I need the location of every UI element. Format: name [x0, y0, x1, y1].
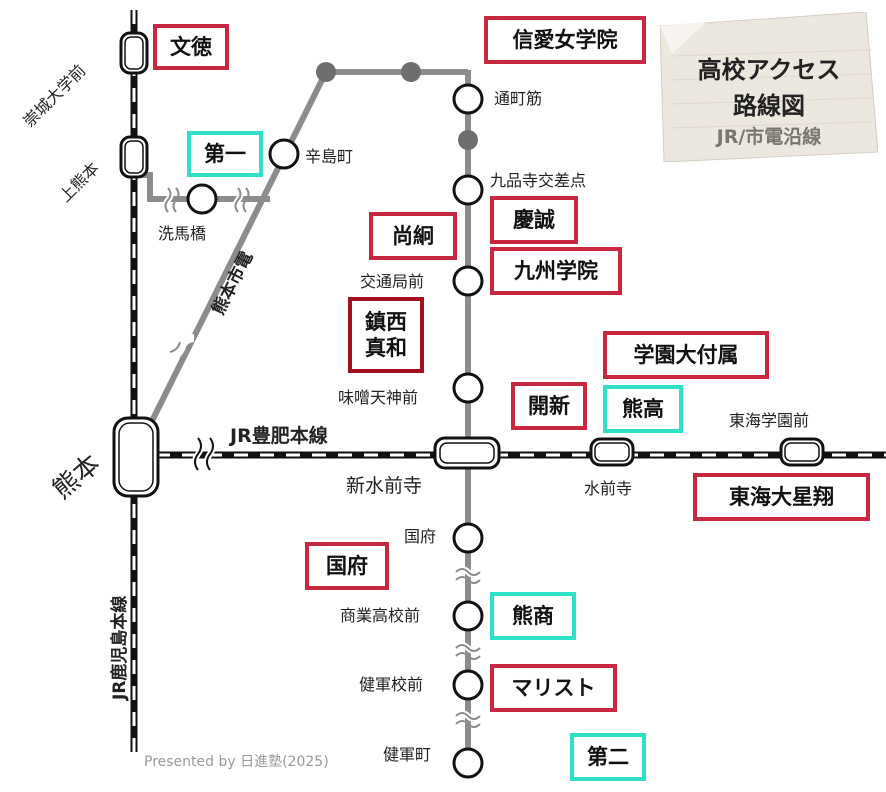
- station-marker-kotsukyoku: [452, 265, 484, 297]
- station-marker-misotenjin: [452, 372, 484, 404]
- school-kyushu-gakuin: 九州学院: [490, 247, 622, 295]
- station-marker-suizenji: [589, 437, 635, 467]
- legend-paper: [660, 12, 878, 162]
- jr-break-mark: [192, 436, 216, 472]
- line-label-jr-kagoshima: JR鹿児島本線: [109, 596, 130, 701]
- station-marker-kuhonji: [452, 174, 484, 206]
- station-marker-kumamoto: [112, 416, 160, 498]
- legend-title: 高校アクセス: [697, 56, 841, 84]
- station-label-kotsukyoku: 交通局前: [360, 272, 424, 291]
- legend-subtitle: JR/市電沿線: [716, 126, 822, 148]
- tram-break-marks: [162, 186, 483, 728]
- station-label-karashimacho: 辛島町: [305, 147, 353, 166]
- school-shoukei: 尚絅: [369, 212, 457, 260]
- station-label-suizenji: 水前寺: [584, 479, 632, 498]
- school-buntoku: 文徳: [153, 24, 229, 70]
- school-shinai: 信愛女学院: [484, 16, 646, 64]
- station-marker-kengun: [452, 747, 484, 779]
- station-label-kumamoto: 熊本: [47, 449, 106, 505]
- station-label-kuhonji: 九品寺交差点: [490, 171, 586, 190]
- station-marker-shogyo: [452, 600, 484, 632]
- station-label-sojo: 崇城大学前: [19, 61, 89, 131]
- station-marker-sojo: [119, 31, 149, 75]
- station-label-tokai-gakuen: 東海学園前: [729, 411, 809, 430]
- station-label-shinsuizenji: 新水前寺: [346, 475, 422, 497]
- school-kumataka: 熊高: [603, 385, 683, 433]
- tram-lines: [134, 69, 471, 764]
- station-label-shogyo: 商業高校前: [340, 606, 420, 625]
- station-marker-torichosuji: [452, 83, 484, 115]
- school-kokufu: 国府: [305, 542, 389, 590]
- legend-note: 高校アクセス 路線図 JR/市電沿線: [660, 12, 878, 162]
- school-tokai-seisho: 東海大星翔: [693, 473, 870, 521]
- station-marker-araibashi: [186, 183, 218, 215]
- school-daiichi: 第一: [187, 131, 263, 177]
- station-marker-kokufu: [452, 522, 484, 554]
- station-marker-kengunkou: [452, 669, 484, 701]
- school-gakuen-fuzoku: 学園大付属: [603, 331, 769, 379]
- tram-junction-dot: [458, 130, 478, 150]
- tram-junction-dot: [316, 62, 336, 82]
- station-label-misotenjin: 味噌天神前: [338, 388, 418, 407]
- school-kumasho: 熊商: [490, 592, 576, 640]
- tram-junction-dot: [401, 62, 421, 82]
- station-marker-shinsuizenji: [433, 436, 501, 470]
- station-marker-kamikumamoto: [119, 135, 149, 179]
- station-marker-tokai-gakuen: [779, 437, 825, 467]
- credit-text: Presented by 日進塾(2025): [144, 754, 329, 770]
- school-chinzei: 鎮西真和: [348, 297, 424, 373]
- station-label-kokufu: 国府: [404, 527, 436, 546]
- school-keisei: 慶誠: [490, 196, 578, 244]
- station-label-kengun: 健軍町: [383, 745, 431, 764]
- school-kaishin: 開新: [511, 382, 587, 430]
- legend-title-2: 路線図: [733, 92, 805, 120]
- school-marist: マリスト: [490, 664, 617, 712]
- station-label-torichosuji: 通町筋: [494, 89, 542, 108]
- station-label-araibashi: 洗馬橋: [158, 224, 206, 243]
- station-label-kengunkou: 健軍校前: [359, 675, 423, 694]
- station-label-kamikumamoto: 上熊本: [55, 158, 102, 205]
- station-marker-karashimacho: [268, 138, 300, 170]
- line-label-jr-hohi: JR豊肥本線: [228, 424, 328, 447]
- school-daini: 第二: [570, 733, 646, 781]
